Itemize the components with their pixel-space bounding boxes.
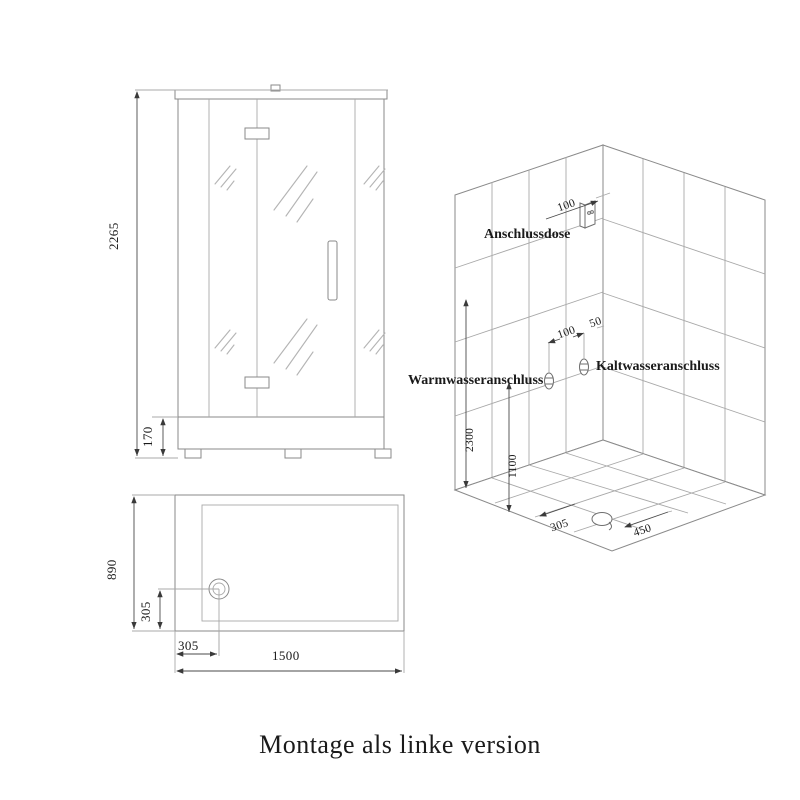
iso-dimension-floor-305: [539, 502, 579, 517]
hot-water-pipe-icon: [544, 372, 554, 390]
dimension-label-305-x: 305: [178, 638, 199, 653]
drawing-caption: Montage als linke version: [259, 730, 541, 759]
iso-dimension-cold-50: [572, 325, 605, 359]
label-kaltwasseranschluss: Kaltwasseranschluss: [596, 359, 720, 374]
dimension-label-2265: 2265: [106, 222, 121, 250]
door-handle: [328, 241, 337, 300]
dimension-drain-offset-y: [157, 588, 175, 632]
label-warmwasseranschluss: Warmwasseranschluss: [408, 373, 544, 388]
dimension-label-170: 170: [140, 426, 155, 447]
door-hinge-upper: [245, 128, 269, 139]
dimension-label-305-y: 305: [138, 601, 153, 622]
door-hinge-lower: [245, 377, 269, 388]
dimension-drain-offset-x: [174, 631, 220, 657]
dimension-tray-width: [174, 631, 405, 674]
cabin-panel-mullions: [208, 99, 356, 417]
iso-floor-drain: [591, 512, 613, 531]
iso-right-wall: [603, 145, 765, 495]
socket-box-icon: [579, 200, 596, 229]
label-anschlussdose: Anschlussdose: [484, 227, 571, 242]
dimension-base-height: [152, 416, 178, 459]
cabin-body: [178, 99, 384, 449]
glass-reflection-marks: [214, 165, 386, 376]
iso-left-wall: [455, 145, 603, 490]
cold-water-pipe-icon: [579, 358, 589, 376]
iso-dimension-hot-100: [547, 338, 561, 374]
iso-dimension-floor-450: [624, 510, 673, 528]
front-elevation-view: [134, 85, 391, 459]
iso-dimension-label-1100: 1100: [507, 454, 519, 478]
iso-dimension-label-2300: 2300: [464, 427, 476, 452]
cabin-feet: [185, 449, 391, 458]
plan-view: [131, 495, 405, 674]
dimension-label-1500: 1500: [272, 648, 300, 663]
cabin-top-rail: [175, 85, 387, 99]
iso-dimension-socket-100: [545, 192, 611, 220]
isometric-view: [455, 145, 765, 551]
dimension-label-890: 890: [104, 559, 119, 580]
